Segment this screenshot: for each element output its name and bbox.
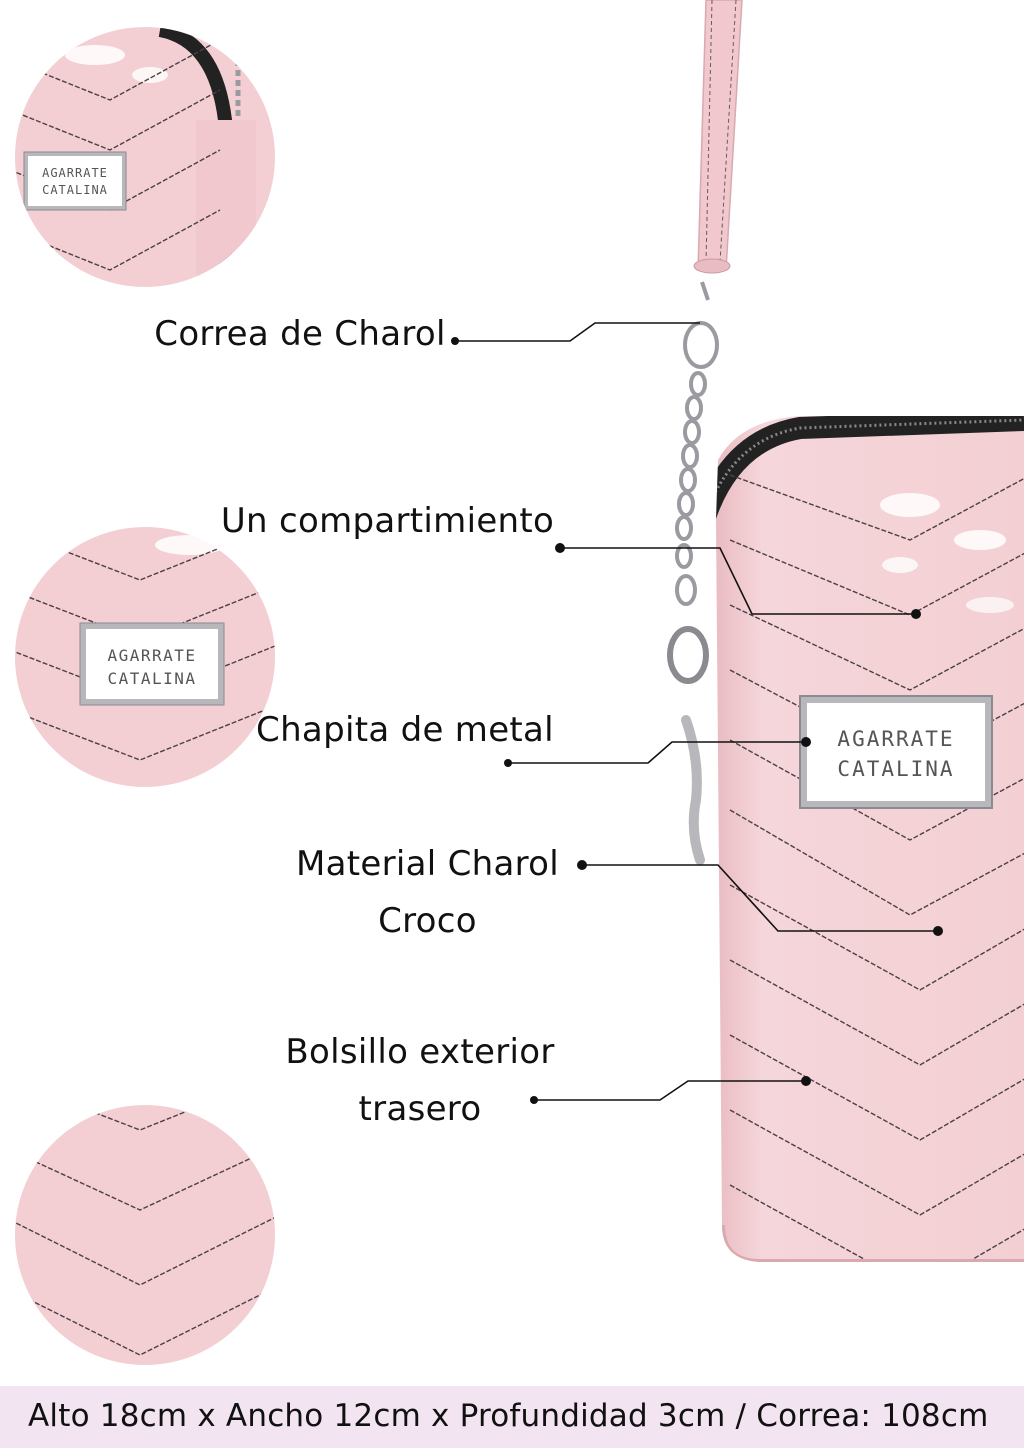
- detail-circle-zipper: AGARRATE CATALINA: [15, 27, 275, 287]
- callout-lines: [455, 322, 938, 1101]
- badge-text-line1: AGARRATE: [42, 166, 108, 180]
- feature-label-compartimiento: Un compartimiento: [210, 493, 565, 550]
- badge-text-line1: AGARRATE: [837, 727, 954, 751]
- detail-circle-quilting: [15, 1105, 275, 1365]
- feature-label-line: Correa de Charol: [154, 314, 446, 354]
- callout-dots: [451, 337, 943, 1104]
- feature-label-line: Croco: [378, 901, 477, 942]
- detail-circle-badge: AGARRATE CATALINA: [15, 527, 275, 787]
- badge-text-line2: CATALINA: [42, 183, 108, 197]
- feature-label-line: Bolsillo exterior: [285, 1032, 555, 1072]
- feature-label-line: trasero: [358, 1089, 482, 1130]
- badge-text-line2: CATALINA: [837, 757, 954, 781]
- feature-label-line: Chapita de metal: [256, 710, 554, 750]
- feature-label-correa: Correa de Charol: [140, 306, 460, 363]
- metal-badge: AGARRATE CATALINA: [799, 695, 993, 809]
- feature-label-line: Un compartimiento: [220, 501, 555, 541]
- dimensions-banner: Alto 18cm x Ancho 12cm x Profundidad 3cm…: [0, 1386, 1024, 1448]
- feature-label-material: Material Charol Croco: [270, 836, 585, 950]
- strap-detail: [693, 0, 743, 274]
- badge-text-line2: CATALINA: [107, 669, 196, 688]
- feature-label-chapita: Chapita de metal: [250, 702, 560, 759]
- bag-body: AGARRATE CATALINA: [716, 416, 1024, 1262]
- dimensions-text: Alto 18cm x Ancho 12cm x Profundidad 3cm…: [28, 1398, 989, 1434]
- badge-text-line1: AGARRATE: [107, 646, 196, 665]
- feature-label-bolsillo: Bolsillo exterior trasero: [280, 1024, 560, 1138]
- feature-label-line: Material Charol: [295, 844, 560, 884]
- chain-detail: [667, 281, 719, 865]
